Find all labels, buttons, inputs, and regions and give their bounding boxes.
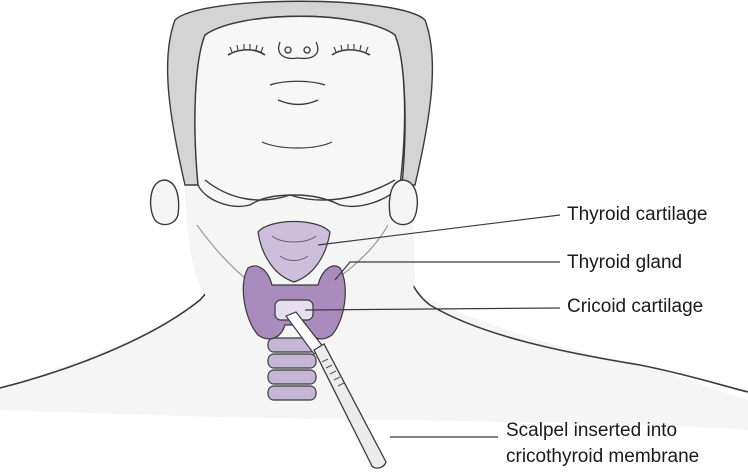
label-scalpel-line2: cricothyroid membrane [506,446,699,468]
label-thyroid-cartilage: Thyroid cartilage [567,204,707,226]
left-ear [151,180,179,225]
label-thyroid-gland: Thyroid gland [567,252,682,274]
label-scalpel-line1: Scalpel inserted into [506,420,677,442]
label-cricoid-cartilage: Cricoid cartilage [567,296,703,318]
face [195,16,405,206]
right-ear [389,180,417,225]
